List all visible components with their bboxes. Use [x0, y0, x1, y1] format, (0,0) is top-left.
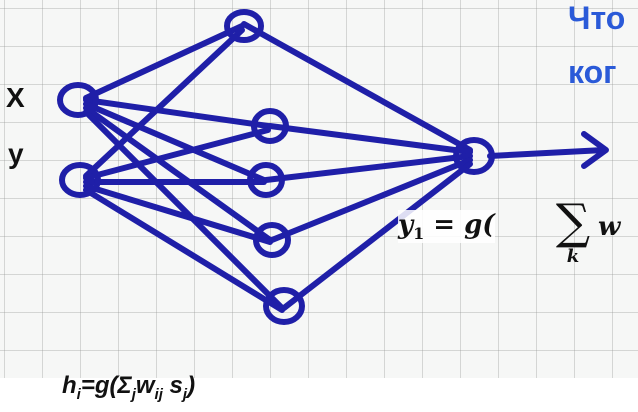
sum-index: k	[566, 246, 580, 267]
hidden-node-4	[253, 222, 291, 258]
output-formula-lhs-sub: 1	[413, 224, 425, 243]
output-formula-sum: ∑ k	[548, 196, 598, 266]
hidden-formula-sub-i: i	[76, 385, 81, 403]
hidden-node-2	[251, 108, 289, 144]
input-node-x	[57, 82, 99, 118]
hidden-output-connections	[241, 21, 473, 311]
hidden-formula-s: s	[162, 372, 183, 399]
output-formula-lhs: y	[398, 210, 414, 240]
sum-symbol: ∑	[555, 194, 591, 250]
hidden-node-3	[247, 162, 285, 198]
hidden-formula-h: h	[62, 372, 77, 399]
hidden-formula-w: w	[135, 372, 155, 399]
hidden-formula-sub-j2: j	[182, 385, 188, 403]
output-formula: y1 = g(	[398, 210, 495, 243]
output-arrow	[487, 147, 607, 159]
hidden-node-5	[263, 287, 305, 325]
title-line-2: ког	[568, 54, 617, 90]
output-formula-middle: = g(	[424, 210, 495, 240]
input-hidden-connections	[83, 23, 285, 313]
hidden-layer-formula: hi=g(Σjwij sj)	[62, 372, 195, 403]
output-formula-tail: w	[598, 212, 621, 242]
input-node-y	[59, 162, 101, 198]
input-label-x: X	[6, 82, 25, 113]
output-arrowhead	[581, 131, 609, 169]
hidden-formula-sub-j: j	[131, 385, 136, 403]
bottom-strip	[0, 378, 638, 412]
hidden-formula-close: )	[187, 372, 196, 399]
input-label-y: y	[8, 138, 24, 169]
title-line-1: Что	[568, 0, 626, 36]
hidden-node-1	[224, 9, 264, 43]
hidden-formula-sub-ij: ij	[154, 385, 163, 403]
hidden-formula-open: =g(Σ	[80, 372, 132, 399]
